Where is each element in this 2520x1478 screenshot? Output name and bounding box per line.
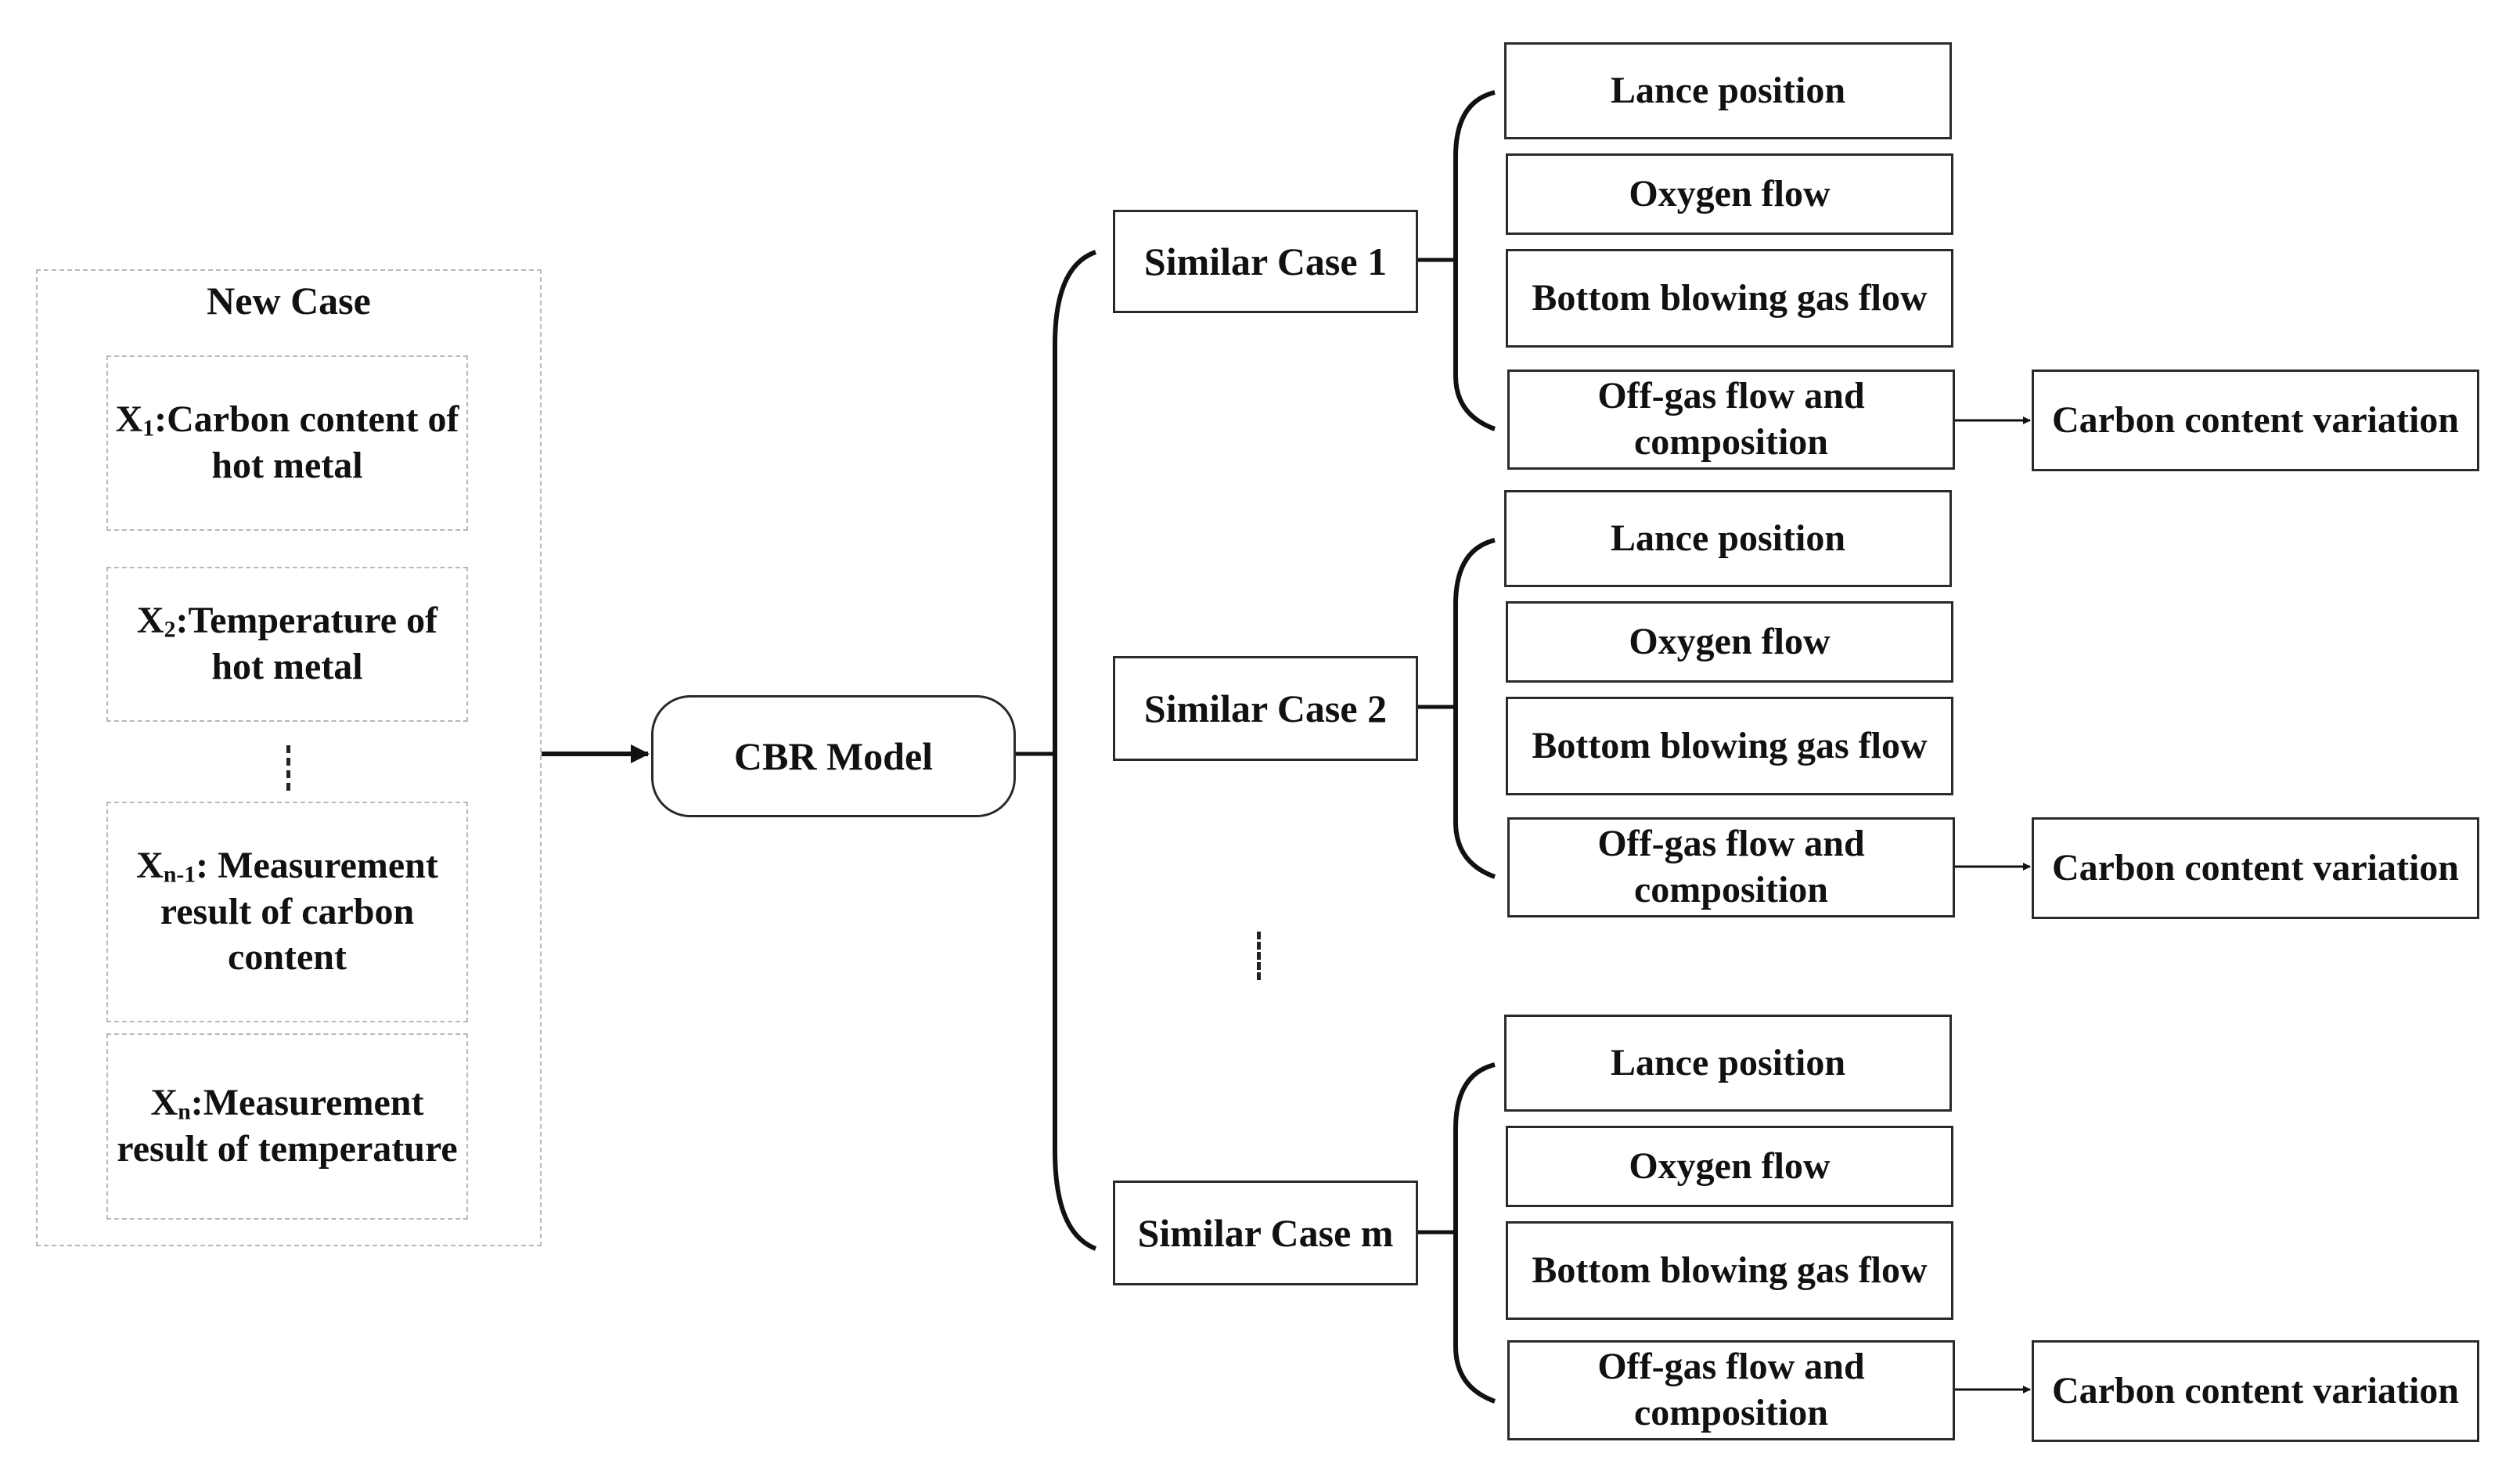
case-1-carbon-variation: Carbon content variation [2032,370,2479,471]
brace-case-2 [1453,538,1496,879]
case-m-carbon-variation: Carbon content variation [2032,1340,2479,1442]
ellipsis-cases [1257,932,1265,980]
input-x2: X2:Temperature of hot metal [106,567,468,722]
case-1-offgas: Off-gas flow and composition [1507,370,1955,470]
case-1-oxygen-flow: Oxygen flow [1506,153,1953,235]
new-case-title: New Case [207,279,371,323]
case-2-carbon-variation: Carbon content variation [2032,817,2479,919]
case-m-offgas: Off-gas flow and composition [1507,1340,1955,1440]
brace-case-m [1453,1062,1496,1404]
main-brace [1053,250,1097,1251]
similar-case-1: Similar Case 1 [1113,210,1418,313]
similar-case-m: Similar Case m [1113,1181,1418,1285]
case-m-lance-position: Lance position [1504,1015,1952,1112]
ellipsis-inputs [286,745,295,791]
case-2-offgas: Off-gas flow and composition [1507,817,1955,917]
case-1-lance-position: Lance position [1504,42,1952,139]
case-1-bottom-blowing: Bottom blowing gas flow [1506,249,1953,348]
input-xn-1: Xn-1: Measurement result of carbon conte… [106,802,468,1022]
case-2-bottom-blowing: Bottom blowing gas flow [1506,697,1953,795]
case-m-bottom-blowing: Bottom blowing gas flow [1506,1221,1953,1320]
case-m-oxygen-flow: Oxygen flow [1506,1126,1953,1207]
input-xn: Xn:Measurement result of temperature [106,1033,468,1220]
cbr-model-node: CBR Model [651,695,1016,817]
input-x1: X1:Carbon content of hot metal [106,355,468,531]
brace-case-1 [1453,90,1496,431]
case-2-oxygen-flow: Oxygen flow [1506,601,1953,683]
similar-case-2: Similar Case 2 [1113,656,1418,761]
case-2-lance-position: Lance position [1504,490,1952,587]
